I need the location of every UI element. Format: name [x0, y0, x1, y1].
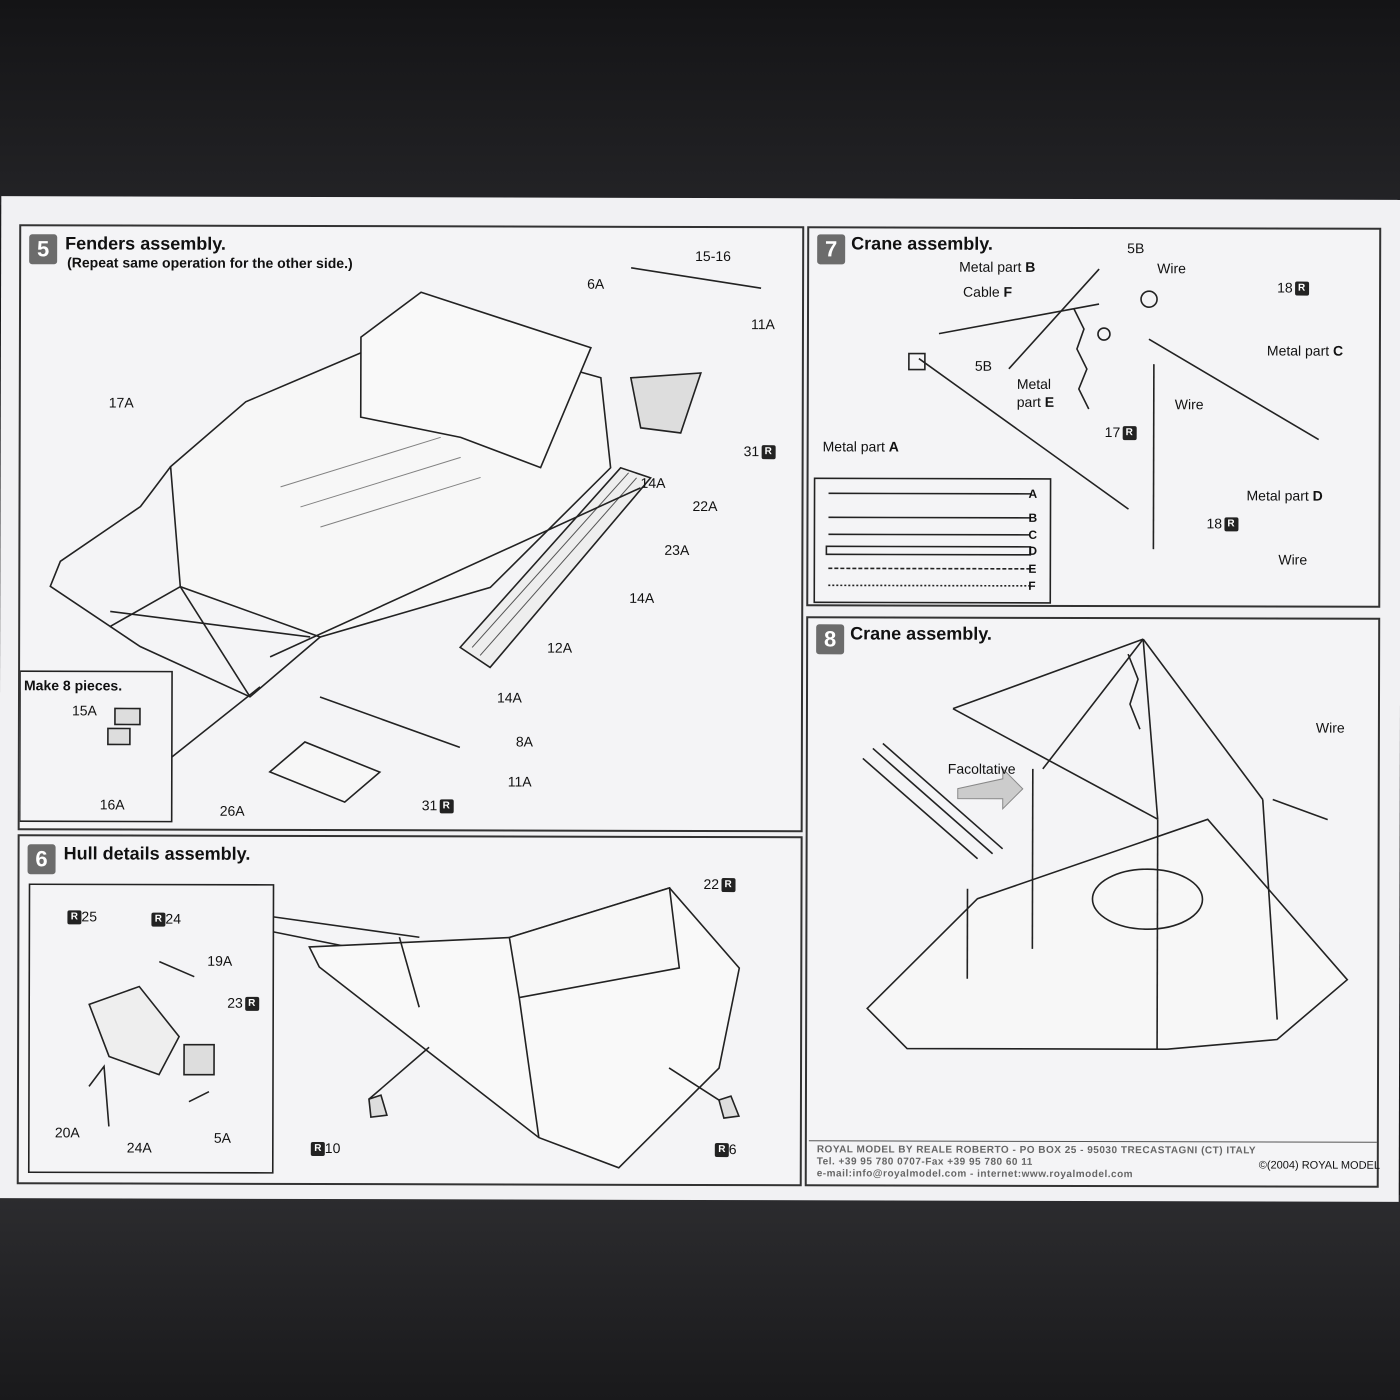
resin-mark: R — [761, 445, 776, 460]
resin-mark: R — [1224, 517, 1239, 532]
resin-mark: R — [244, 997, 259, 1012]
crane-parts-diagram — [813, 268, 1320, 604]
footer-contact: e-mail:info@royalmodel.com - internet:ww… — [816, 1168, 1134, 1181]
label-15a: 15A — [71, 702, 97, 719]
footer-address: ROYAL MODEL BY REALE ROBERTO - PO BOX 25… — [816, 1144, 1257, 1157]
label-11a-bottom: 11A — [507, 773, 532, 790]
label-wire-1: Wire — [1157, 260, 1186, 277]
label-12a: 12A — [547, 639, 573, 656]
label-14a-2: 14A — [629, 589, 655, 606]
resin-mark: R — [67, 910, 82, 925]
table-background-bottom — [0, 1195, 1400, 1400]
label-wire: Wire — [1315, 719, 1345, 736]
panel-hull-details: 6 Hull details assembly. — [16, 834, 803, 1187]
fenders-diagram — [19, 267, 762, 823]
resin-mark: R — [721, 878, 736, 893]
label-14a-3: 14A — [496, 689, 522, 706]
panel-crane-assembly-7: 7 Crane assembly. — [806, 226, 1382, 608]
label-20a: 20A — [54, 1124, 80, 1141]
legend-b: B — [1028, 510, 1038, 525]
resin-mark: R — [310, 1142, 325, 1157]
legend-a: A — [1028, 486, 1038, 501]
label-cable-f: Cable F — [963, 283, 1013, 300]
label-6a: 6A — [587, 275, 605, 292]
label-26a: 26A — [219, 802, 245, 819]
footer-copyright: ©(2004) ROYAL MODEL — [1258, 1159, 1380, 1172]
label-metal-part-d: Metal part D — [1246, 487, 1323, 504]
label-metal-part-c: Metal part C — [1266, 342, 1344, 359]
label-metal-e-2: part E — [1016, 393, 1055, 410]
resin-mark: R — [1122, 426, 1137, 441]
resin-mark: R — [439, 799, 454, 814]
resin-mark: R — [714, 1143, 729, 1158]
panel-crane-assembly-8: 8 Crane assembly. — [804, 616, 1381, 1188]
label-metal-part-a: Metal part A — [822, 438, 899, 455]
label-24a: 24A — [126, 1139, 152, 1156]
label-17a: 17A — [108, 394, 134, 411]
label-facoltative: Facoltative — [947, 760, 1016, 777]
legend-f: F — [1028, 578, 1036, 593]
label-5b-mid: 5B — [974, 357, 993, 374]
table-background-top — [0, 0, 1400, 205]
label-wire-2: Wire — [1174, 396, 1204, 413]
label-19a: 19A — [207, 952, 233, 969]
label-metal-e-1: Metal — [1016, 375, 1052, 392]
legend-d: D — [1028, 543, 1038, 558]
label-14a-1: 14A — [640, 474, 666, 491]
label-wire-3: Wire — [1278, 551, 1308, 568]
resin-mark: R — [1294, 281, 1309, 296]
label-15-16: 15-16 — [695, 247, 731, 265]
footer-phone: Tel. +39 95 780 0707-Fax +39 95 780 60 1… — [816, 1156, 1033, 1168]
crane-assembly-diagram — [862, 638, 1349, 1051]
instruction-sheet: 5 Fenders assembly. (Repeat same operati… — [0, 196, 1400, 1202]
panel-fenders-assembly: 5 Fenders assembly. (Repeat same operati… — [17, 224, 805, 833]
label-11a-top: 11A — [750, 316, 775, 333]
legend-c: C — [1028, 527, 1038, 542]
label-23a: 23A — [664, 541, 690, 558]
label-metal-part-b: Metal part B — [959, 258, 1036, 275]
label-8a: 8A — [515, 733, 534, 750]
inset-title: Make 8 pieces. — [24, 677, 123, 694]
label-5a: 5A — [213, 1129, 231, 1146]
resin-mark: R — [151, 912, 166, 927]
hull-details-diagram — [27, 883, 741, 1174]
legend-e: E — [1028, 561, 1037, 576]
label-5b-top: 5B — [1127, 240, 1145, 257]
label-16a: 16A — [99, 796, 125, 813]
label-22a: 22A — [692, 497, 718, 515]
